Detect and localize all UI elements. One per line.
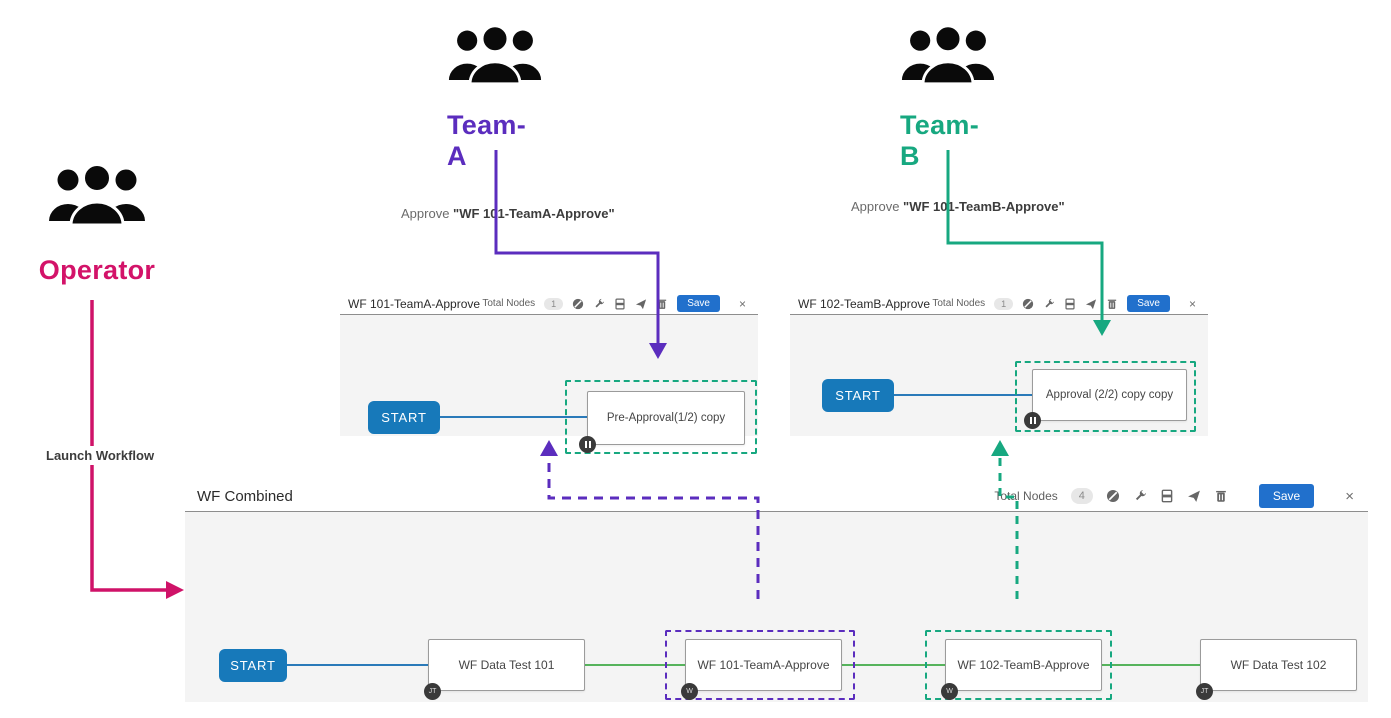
node-link <box>842 664 945 666</box>
panel-toolbar: Total Nodes 1 Save × <box>482 295 746 312</box>
total-nodes-badge: 4 <box>1070 488 1093 504</box>
total-nodes-badge: 1 <box>544 297 564 310</box>
close-icon[interactable]: × <box>738 296 746 311</box>
node-type-badge: W <box>681 683 698 700</box>
workflow-title[interactable]: WF 102-TeamB-Approve <box>798 296 931 311</box>
approval-node[interactable]: Pre-Approval(1/2) copy <box>587 391 745 445</box>
pause-badge <box>579 436 596 453</box>
notebook-icon[interactable] <box>1064 298 1076 310</box>
circle-slash-icon[interactable] <box>1106 489 1120 503</box>
total-nodes-label: Total Nodes <box>994 489 1058 503</box>
selection-outline <box>1015 361 1196 432</box>
workflow-title[interactable]: WF Combined <box>197 487 293 505</box>
workflow-node[interactable]: WF 101-TeamA-Approve <box>685 639 842 691</box>
launch-workflow-label: Launch Workflow <box>42 446 159 465</box>
close-icon[interactable]: × <box>1188 296 1196 311</box>
panel-team-b-workflow: WF 102-TeamB-Approve Total Nodes 1 Save … <box>790 293 1208 437</box>
circle-slash-icon[interactable] <box>572 298 584 310</box>
node-link <box>440 416 587 418</box>
team-a-group: Team-A <box>447 24 543 172</box>
total-nodes-label: Total Nodes <box>932 298 986 309</box>
team-b-action-note: Approve "WF 101-TeamB-Approve" <box>848 198 1065 215</box>
operator-label: Operator <box>38 255 156 285</box>
save-button[interactable]: Save <box>1127 295 1170 312</box>
total-nodes-label: Total Nodes <box>482 298 536 309</box>
start-node[interactable]: START <box>822 379 894 412</box>
panel-header: WF Combined Total Nodes 4 Save × <box>185 481 1368 512</box>
trash-icon[interactable] <box>656 298 668 310</box>
node-link <box>1102 664 1200 666</box>
node-type-badge: JT <box>424 683 441 700</box>
send-icon[interactable] <box>1187 489 1201 503</box>
approval-node[interactable]: Approval (2/2) copy copy <box>1032 369 1187 421</box>
pause-badge <box>1024 412 1041 429</box>
panel-toolbar: Total Nodes 4 Save × <box>994 484 1354 508</box>
notebook-icon[interactable] <box>614 298 626 310</box>
node-link <box>585 664 685 666</box>
panel-header: WF 102-TeamB-Approve Total Nodes 1 Save … <box>790 293 1208 315</box>
approve-target: "WF 101-TeamB-Approve" <box>903 199 1065 214</box>
people-icon <box>49 163 145 227</box>
close-icon[interactable]: × <box>1345 487 1354 505</box>
node-link <box>894 394 1032 396</box>
start-node[interactable]: START <box>368 401 440 434</box>
team-b-group: Team-B <box>900 24 996 172</box>
node-type-badge: JT <box>1196 683 1213 700</box>
team-b-label: Team-B <box>900 110 980 171</box>
workflow-canvas: START Pre-Approval(1/2) copy <box>340 315 758 454</box>
workflow-title[interactable]: WF 101-TeamA-Approve <box>348 296 481 311</box>
trash-icon[interactable] <box>1106 298 1118 310</box>
panel-combined-workflow: WF Combined Total Nodes 4 Save × START W… <box>185 481 1368 703</box>
total-nodes-badge: 1 <box>994 297 1014 310</box>
panel-team-a-workflow: WF 101-TeamA-Approve Total Nodes 1 Save … <box>340 293 758 454</box>
send-icon[interactable] <box>1085 298 1097 310</box>
team-a-action-note: Approve "WF 101-TeamA-Approve" <box>398 205 615 222</box>
workflow-node[interactable]: WF Data Test 101 <box>428 639 585 691</box>
save-button[interactable]: Save <box>677 295 720 312</box>
workflow-canvas: START Approval (2/2) copy copy <box>790 315 1208 436</box>
workflow-canvas: START WF Data Test 101 WF 101-TeamA-Appr… <box>185 512 1368 702</box>
panel-toolbar: Total Nodes 1 Save × <box>932 295 1196 312</box>
trash-icon[interactable] <box>1214 489 1228 503</box>
start-node[interactable]: START <box>219 649 287 682</box>
node-type-badge: W <box>941 683 958 700</box>
save-button[interactable]: Save <box>1258 484 1315 508</box>
people-icon <box>901 24 995 86</box>
workflow-node[interactable]: WF Data Test 102 <box>1200 639 1357 691</box>
operator-group: Operator <box>32 163 162 286</box>
circle-slash-icon[interactable] <box>1022 298 1034 310</box>
approve-target: "WF 101-TeamA-Approve" <box>453 206 615 221</box>
panel-header: WF 101-TeamA-Approve Total Nodes 1 Save … <box>340 293 758 315</box>
node-link <box>287 664 428 666</box>
wrench-icon[interactable] <box>1043 298 1055 310</box>
approve-prefix: Approve <box>401 206 454 221</box>
approve-prefix: Approve <box>851 199 904 214</box>
team-a-label: Team-A <box>447 110 527 171</box>
selection-outline-purple <box>665 630 855 700</box>
people-icon <box>448 24 542 86</box>
selection-outline-green <box>925 630 1112 700</box>
workflow-node[interactable]: WF 102-TeamB-Approve <box>945 639 1102 691</box>
selection-outline <box>565 380 757 454</box>
send-icon[interactable] <box>635 298 647 310</box>
notebook-icon[interactable] <box>1160 489 1174 503</box>
wrench-icon[interactable] <box>593 298 605 310</box>
wrench-icon[interactable] <box>1133 489 1147 503</box>
